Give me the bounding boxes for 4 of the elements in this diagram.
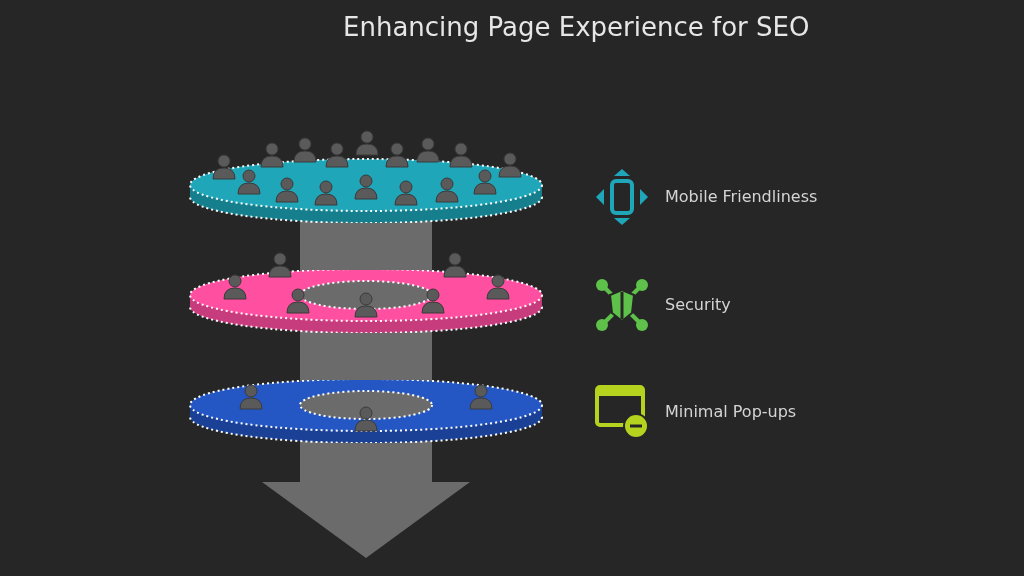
- feature-label: Security: [665, 295, 731, 314]
- diagram-title: Enhancing Page Experience for SEO: [343, 12, 810, 42]
- feature-label: Minimal Pop-ups: [665, 402, 797, 421]
- feature-label: Mobile Friendliness: [665, 187, 818, 206]
